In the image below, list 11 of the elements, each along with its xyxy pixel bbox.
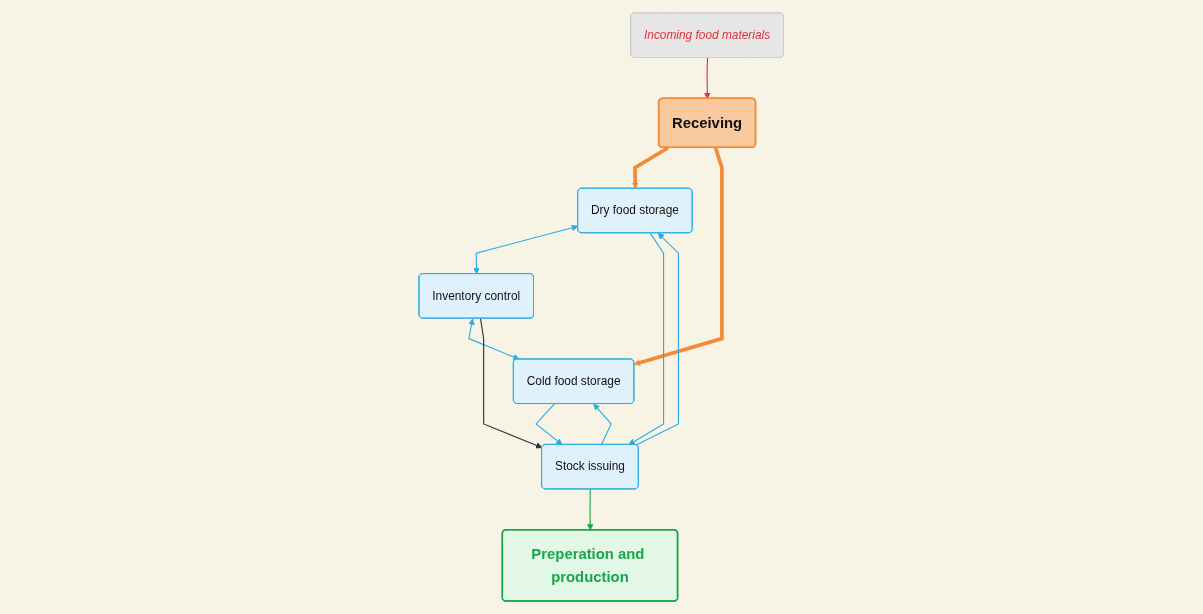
arrow (473, 224, 579, 275)
arrow (587, 488, 594, 531)
arrow (480, 317, 543, 449)
arrow (535, 403, 563, 446)
arrow (635, 232, 680, 446)
arrow (632, 146, 670, 189)
arrow (634, 147, 725, 366)
arrow (468, 318, 520, 361)
arrow (704, 57, 711, 99)
arrow (593, 403, 613, 446)
arrow (628, 232, 665, 446)
